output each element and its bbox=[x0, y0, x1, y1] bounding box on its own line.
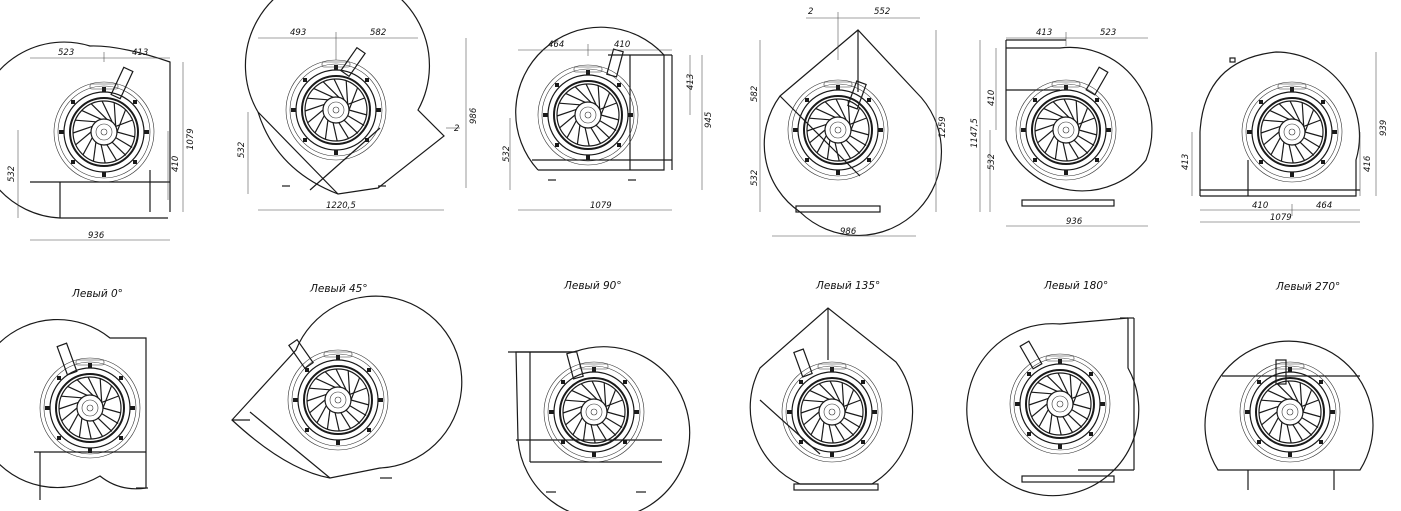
dim-left-upper: 410 bbox=[987, 90, 997, 106]
dim-right-small: 410 bbox=[171, 156, 181, 172]
dimension-lines bbox=[979, 32, 1148, 227]
dim-top-left: 523 bbox=[58, 48, 74, 58]
dim-left-height: 532 bbox=[502, 146, 512, 162]
dim-left-upper: 582 bbox=[750, 86, 760, 102]
dim-right-height: 939 bbox=[1379, 120, 1389, 136]
dim-top-right: 582 bbox=[370, 28, 386, 38]
dimension-lines bbox=[759, 12, 937, 237]
dim-bottom-left: 410 bbox=[1252, 201, 1268, 211]
dim-right-height: 1079 bbox=[186, 128, 196, 150]
dimension-lines bbox=[17, 52, 184, 241]
dim-left-height: 532 bbox=[7, 166, 17, 182]
dim-left-height: 413 bbox=[1181, 154, 1191, 170]
dim-top-right: 413 bbox=[132, 48, 148, 58]
drawing-upper-1: 523 413 1079 410 532 936 bbox=[0, 41, 196, 241]
dim-left-total: 1147,5 bbox=[970, 118, 980, 148]
caption-4: Левый 135° bbox=[815, 280, 880, 292]
dim-top-right: 410 bbox=[614, 40, 630, 50]
dim-top-left: 413 bbox=[1036, 28, 1052, 38]
caption-5: Левый 180° bbox=[1043, 280, 1108, 292]
dim-right-small: 413 bbox=[686, 74, 696, 90]
dim-right-small: 416 bbox=[1363, 155, 1373, 172]
dim-bottom-width: 1079 bbox=[590, 201, 612, 211]
dim-top-left: 2 bbox=[808, 7, 813, 17]
drawing-lower-6 bbox=[1204, 340, 1374, 490]
dim-bottom-width: 986 bbox=[840, 227, 857, 237]
dim-bottom-width: 1220,5 bbox=[326, 201, 356, 211]
caption-6: Левый 270° bbox=[1275, 281, 1340, 293]
caption-2: Левый 45° bbox=[309, 283, 368, 295]
drawing-upper-6: 939 416 413 410 464 1079 bbox=[1181, 51, 1389, 223]
drawing-upper-5: 413 523 410 532 1147,5 936 bbox=[970, 28, 1153, 227]
drawing-lower-5 bbox=[966, 317, 1140, 497]
dim-right-height: 945 bbox=[704, 112, 714, 128]
dim-bottom-width: 936 bbox=[1066, 217, 1083, 227]
dim-top-right: 552 bbox=[874, 7, 890, 17]
dim-top-left: 493 bbox=[290, 28, 306, 38]
drawing-upper-4: 2 552 1259 582 532 986 bbox=[750, 7, 948, 237]
caption-3: Левый 90° bbox=[563, 280, 622, 292]
dim-left-height: 532 bbox=[987, 154, 997, 170]
dim-bottom-right: 464 bbox=[1316, 201, 1332, 211]
dim-right-height: 1259 bbox=[938, 116, 948, 138]
dim-right-small: 2 bbox=[454, 124, 459, 134]
drawing-lower-3 bbox=[508, 346, 691, 511]
dimension-lines bbox=[509, 44, 703, 211]
dim-left-height: 532 bbox=[237, 142, 247, 158]
dimension-lines bbox=[247, 32, 467, 211]
dim-right-height: 986 bbox=[469, 107, 479, 124]
drawing-upper-2: 493 582 986 2 532 1220,5 bbox=[237, 0, 479, 211]
dim-left-height: 532 bbox=[750, 170, 760, 186]
drawing-upper-3: 464 410 945 413 532 1079 bbox=[502, 26, 714, 211]
drawing-lower-2 bbox=[231, 295, 463, 479]
dimension-lines bbox=[1191, 52, 1377, 223]
drawing-lower-1 bbox=[0, 319, 148, 500]
dim-top-left: 464 bbox=[548, 40, 564, 50]
dim-bottom-width: 1079 bbox=[1270, 213, 1292, 223]
dim-top-right: 523 bbox=[1100, 28, 1116, 38]
dim-bottom-width: 936 bbox=[88, 231, 105, 241]
drawing-lower-4 bbox=[749, 307, 914, 491]
caption-1: Левый 0° bbox=[71, 288, 123, 300]
